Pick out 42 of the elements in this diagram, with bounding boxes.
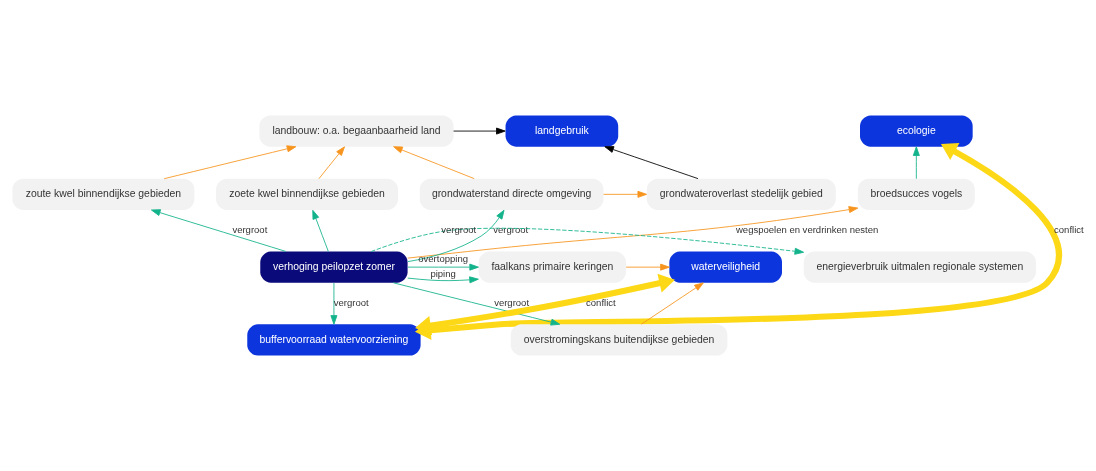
- arrow: [407, 263, 479, 271]
- arrow: [393, 146, 475, 180]
- node-box: landbouw: o.a. begaanbaarheid land: [259, 115, 454, 147]
- node-box: zoute kwel binnendijkse gebieden: [12, 178, 195, 210]
- node-box: broedsucces vogels: [857, 178, 975, 210]
- edge-label: vergroot: [494, 296, 530, 308]
- arrow: [453, 127, 506, 135]
- arrow: [318, 146, 345, 180]
- arrow: [392, 282, 561, 326]
- node-box: overstromingskans buitendijkse gebieden: [510, 324, 728, 356]
- arrow: [415, 273, 675, 336]
- edge-label: vergroot: [232, 224, 268, 236]
- edge-label: overtopping: [418, 252, 468, 264]
- node-box: grondwaterstand directe omgeving: [419, 178, 604, 210]
- arrow: [407, 276, 479, 284]
- edge-label: piping: [430, 268, 456, 280]
- edge-label: conflict: [1054, 224, 1084, 236]
- arrow: [604, 146, 699, 180]
- node-box: ecologie: [860, 115, 973, 147]
- edge-label: wegspoelen en verdrinken nesten: [735, 224, 879, 236]
- arrow: [151, 209, 287, 252]
- node-box: buffervoorraad watervoorziening: [247, 324, 421, 356]
- arrow: [625, 263, 670, 271]
- arrow: [912, 146, 920, 180]
- arrow: [603, 190, 648, 198]
- edge-label: conflict: [586, 296, 616, 308]
- arrow: [370, 227, 805, 255]
- node-box: zoete kwel binnendijkse gebieden: [216, 178, 399, 210]
- arrow: [163, 145, 297, 180]
- arrow: [640, 282, 704, 325]
- arrow: [407, 206, 859, 259]
- node-box: verhoging peilopzet zomer: [260, 251, 408, 283]
- node-box: faalkans primaire keringen: [478, 251, 626, 283]
- arrow: [312, 209, 329, 252]
- node-box: landgebruik: [505, 115, 619, 147]
- node-box: energieverbruik uitmalen regionale systemen: [803, 251, 1036, 283]
- node-box: grondwateroverlast stedelijk gebied: [646, 178, 836, 210]
- arrow: [330, 282, 338, 325]
- edge-label: vergroot: [441, 224, 477, 236]
- node-box: waterveiligheid: [669, 251, 782, 283]
- arrow: [407, 209, 505, 263]
- edge-label: vergroot: [333, 296, 369, 308]
